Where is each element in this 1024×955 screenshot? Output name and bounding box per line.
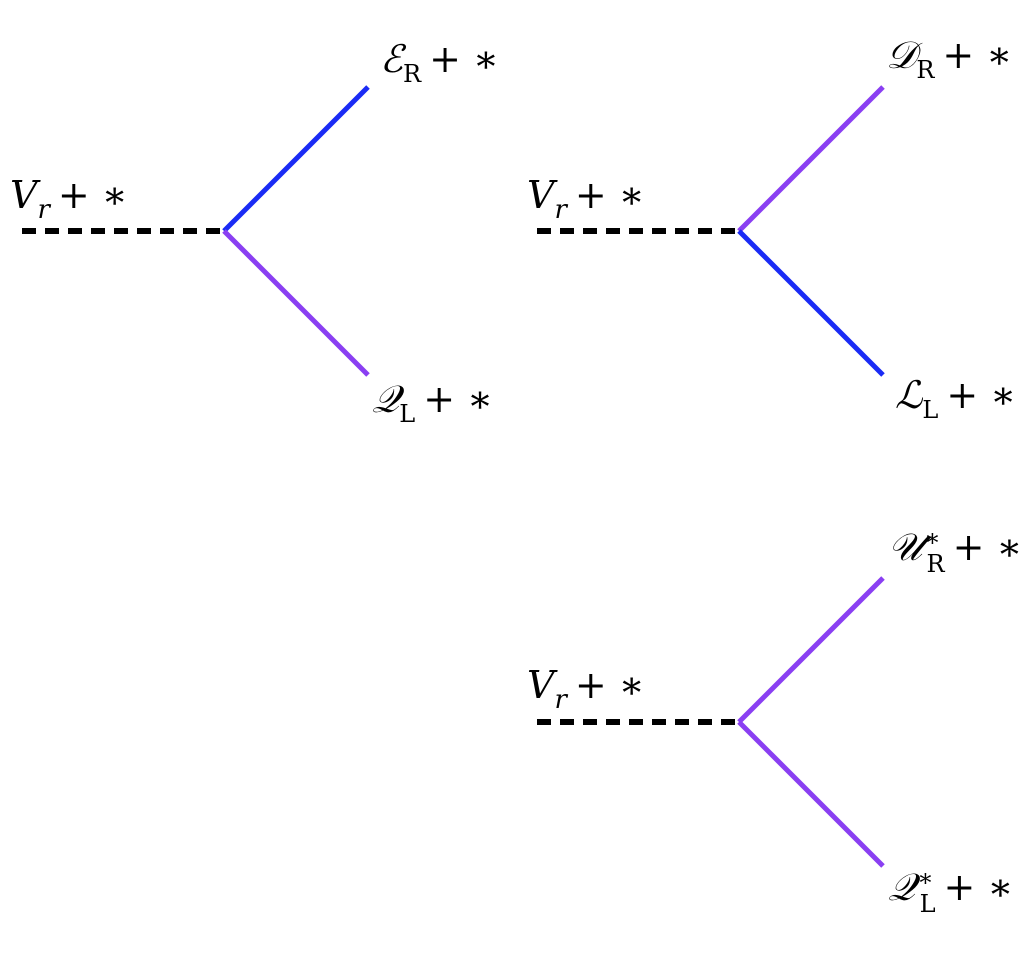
upper-label-1: ℰR+ ∗ [380,37,499,88]
lower-label-1: 𝒬L+ ∗ [372,377,493,428]
upper-label-3: 𝒰∗R+ ∗ [888,524,1022,578]
incoming-label-3: Vr+ ∗ [527,663,645,715]
upper-label-2: 𝒟R+ ∗ [886,33,1012,84]
lower-outgoing-line-3 [737,720,885,868]
incoming-label-1: Vr+ ∗ [10,173,128,225]
upper-outgoing-line-2 [737,85,885,233]
lower-label-2: ℒL+ ∗ [895,373,1016,424]
lower-outgoing-line-2 [737,229,885,377]
vertex-diagram-3: Vr+ ∗ 𝒰∗R+ ∗ 𝒬∗L+ ∗ [527,524,1022,918]
lower-outgoing-line-1 [222,229,370,377]
vertex-diagram-1: Vr+ ∗ ℰR+ ∗ 𝒬L+ ∗ [10,37,499,428]
incoming-label-2: Vr+ ∗ [527,173,645,225]
upper-outgoing-line-3 [737,576,885,724]
lower-label-3: 𝒬∗L+ ∗ [888,864,1013,918]
vertex-diagram-2: Vr+ ∗ 𝒟R+ ∗ ℒL+ ∗ [527,33,1016,424]
upper-outgoing-line-1 [222,85,370,233]
